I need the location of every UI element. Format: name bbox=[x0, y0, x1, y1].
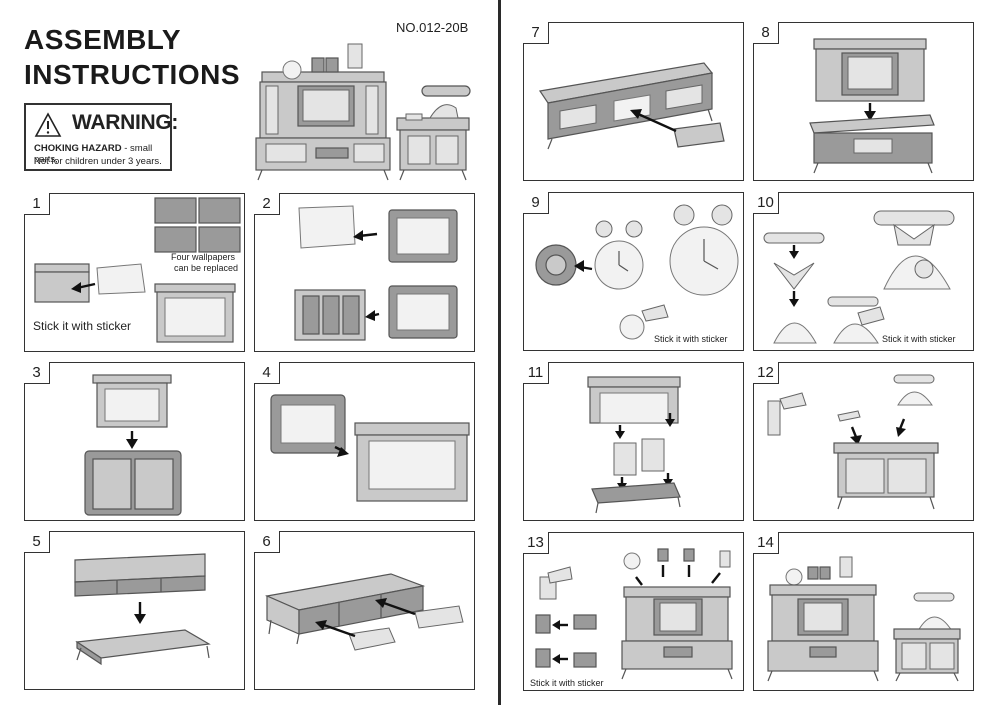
step-3-number: 3 bbox=[24, 362, 50, 384]
step-5-number: 5 bbox=[24, 531, 50, 553]
step-11-number: 11 bbox=[523, 362, 549, 384]
title-line-1: ASSEMBLY bbox=[24, 24, 182, 55]
step-8-number: 8 bbox=[753, 22, 779, 44]
step-12-illustration bbox=[767, 374, 939, 510]
step-13-illustration bbox=[535, 548, 733, 680]
step-8-panel: 8 bbox=[753, 22, 974, 181]
step-14-panel: 14 bbox=[753, 532, 974, 691]
step-9-panel: 9 Stick it with sticker bbox=[523, 192, 744, 351]
step-10-illustration bbox=[763, 210, 955, 344]
step-4-panel: 4 bbox=[254, 362, 475, 521]
step-10-number: 10 bbox=[753, 192, 779, 214]
title-line-2: INSTRUCTIONS bbox=[24, 59, 240, 90]
warning-hazard: CHOKING HAZARD bbox=[34, 143, 122, 154]
hero-illustration bbox=[255, 43, 471, 181]
step-5-illustration bbox=[74, 553, 211, 666]
step-11-panel: 11 bbox=[523, 362, 744, 521]
step-7-number: 7 bbox=[523, 22, 549, 44]
step-7-panel: 7 bbox=[523, 22, 744, 181]
step-5-panel: 5 bbox=[24, 531, 245, 690]
step-4-number: 4 bbox=[254, 362, 280, 384]
step-13-caption: Stick it with sticker bbox=[530, 678, 604, 688]
step-13-panel: 13 Stick it with sticker bbox=[523, 532, 744, 691]
step-3-illustration bbox=[84, 374, 182, 516]
step-1-note-line-1: Four wallpapers bbox=[171, 252, 236, 262]
right-page: 7 8 9 bbox=[501, 0, 1000, 705]
step-2-illustration bbox=[294, 205, 458, 341]
step-1-caption: Stick it with sticker bbox=[33, 319, 132, 333]
step-9-illustration bbox=[535, 204, 739, 340]
step-1-note-line-2: can be replaced bbox=[174, 263, 239, 273]
step-14-number: 14 bbox=[753, 532, 779, 554]
left-page: ASSEMBLY INSTRUCTIONS NO.012-20B bbox=[0, 0, 499, 705]
step-12-panel: 12 bbox=[753, 362, 974, 521]
warning-box: WARNING: CHOKING HAZARD - small parts, N… bbox=[24, 103, 178, 171]
step-9-number: 9 bbox=[523, 192, 549, 214]
step-6-number: 6 bbox=[254, 531, 280, 553]
step-2-number: 2 bbox=[254, 193, 280, 215]
step-12-number: 12 bbox=[753, 362, 779, 384]
model-number: NO.012-20B bbox=[396, 20, 469, 35]
step-13-number: 13 bbox=[523, 532, 549, 554]
warning-triangle-icon bbox=[34, 112, 62, 137]
warning-age-line: Not for children under 3 years. bbox=[34, 156, 162, 167]
step-10-caption: Stick it with sticker bbox=[882, 334, 956, 344]
step-3-panel: 3 bbox=[24, 362, 245, 521]
step-6-panel: 6 bbox=[254, 531, 475, 690]
step-1-number: 1 bbox=[24, 193, 50, 215]
warning-hazard-rest: - small parts, bbox=[34, 143, 153, 165]
warning-hazard-line: CHOKING HAZARD - small parts, bbox=[34, 143, 170, 165]
warning-title: WARNING: bbox=[72, 111, 179, 134]
step-8-illustration bbox=[809, 38, 935, 174]
page-spine bbox=[498, 0, 501, 705]
step-4-illustration bbox=[270, 394, 470, 502]
step-10-panel: 10 Stick it with sticker bbox=[753, 192, 974, 351]
step-1-illustration bbox=[34, 197, 241, 343]
step-6-illustration bbox=[264, 573, 464, 651]
step-7-illustration bbox=[538, 62, 725, 150]
step-2-panel: 2 bbox=[254, 193, 475, 352]
step-9-caption: Stick it with sticker bbox=[654, 334, 728, 344]
step-11-illustration bbox=[587, 376, 681, 514]
step-14-illustration bbox=[767, 556, 961, 682]
step-1-panel: 1 Four wallpapers can be replaced Stick … bbox=[24, 193, 245, 352]
